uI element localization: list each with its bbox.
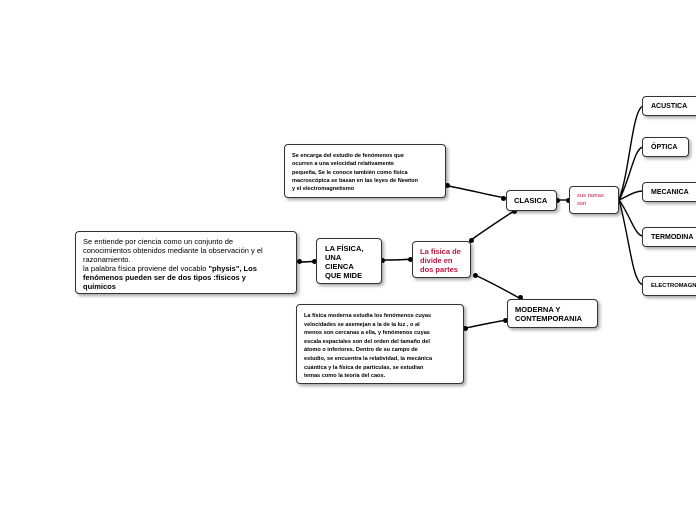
moderna-desc-line-2: velocidades se asemejan a la de la luz ,… (304, 321, 420, 328)
connector-dot (473, 273, 478, 278)
moderna-line-2: CONTEMPORANIA (515, 314, 583, 323)
connector-dot (566, 198, 571, 203)
intro-line-1: Se entiende por ciencia como un conjunto… (83, 237, 234, 246)
moderna-desc-line-5: átomo o inferiores. Dentro de su campo d… (304, 347, 418, 354)
clasica-label: CLASICA (514, 196, 548, 205)
ramas-line-2: son (577, 200, 587, 207)
branch-mecanica-label: MECANICA (651, 189, 689, 196)
moderna-desc-line-3: menos son cercanas a ella, y fenómenos c… (304, 330, 430, 337)
fisica-line-2: UNA (325, 253, 342, 262)
connector-dot (555, 198, 560, 203)
divide-line-3: dos partes (420, 265, 458, 274)
divide-line-2: divide en (420, 256, 453, 265)
connector-dot (503, 318, 508, 323)
clasica-desc-line-4: macroscópica se basan en las leyes de Ne… (292, 177, 418, 184)
intro-line-4-text: la palabra física proviene del vocablo (83, 264, 209, 273)
branch-optica-node[interactable]: ÓPTICA (642, 137, 689, 157)
clasica-desc-line-1: Se encarga del estudio de fenómenos que (292, 153, 404, 159)
ramas-line-1: sus ramas (577, 193, 604, 199)
intro-line-5: fenómenos pueden ser de dos tipos :físic… (83, 273, 246, 282)
intro-line-3: razonamiento. (83, 255, 131, 264)
connector-dot (297, 259, 302, 264)
moderna-desc-line-1: La física moderna estudia los fenómenos … (304, 313, 432, 319)
connector-dot (469, 238, 474, 243)
moderna-desc-line-4: escala espaciales son del orden del tama… (304, 338, 430, 345)
branch-termodinamica-node[interactable]: TERMODINA (642, 227, 696, 247)
branch-optica-label: ÓPTICA (651, 144, 678, 151)
moderna-desc-line-8: temas como la teoría del caos. (304, 373, 386, 380)
branch-acustica-label: ACUSTICA (651, 103, 688, 110)
intro-line-4-bold: "physis", Los (208, 264, 257, 273)
divide-line-1: La física de (420, 247, 461, 256)
moderna-desc-line-6: estudio, se encuentra la relatividad, la… (304, 355, 433, 362)
intro-line-6: químicos (83, 282, 116, 291)
fisica-line-4: QUE MIDE (325, 271, 363, 280)
moderna-desc-line-7: cuántica y la física de partículas, se e… (304, 364, 424, 371)
branch-electromagnetismo-node[interactable]: ELECTROMAGNE (642, 276, 696, 296)
clasica-node[interactable]: CLASICA (506, 190, 557, 211)
moderna-line-1: MODERNA Y (515, 305, 561, 314)
intro-node[interactable]: Se entiende por ciencia como un conjunto… (75, 231, 297, 294)
clasica-description-node[interactable]: Se encarga del estudio de fenómenos que … (284, 144, 446, 198)
clasica-desc-line-2: ocurren a una velocidad relativamente (292, 161, 394, 168)
connector-dot (312, 259, 317, 264)
connector-dot (408, 257, 413, 262)
fisica-line-3: CIENCA (325, 262, 354, 271)
la-fisica-node[interactable]: LA FÍSICA, UNA CIENCA QUE MIDE (316, 238, 382, 284)
connector-dot (380, 258, 385, 263)
sus-ramas-node[interactable]: sus ramas son (569, 186, 619, 214)
branch-acustica-node[interactable]: ACUSTICA (642, 96, 696, 116)
connector-dot (463, 326, 468, 331)
moderna-description-node[interactable]: La física moderna estudia los fenómenos … (296, 304, 464, 384)
clasica-desc-line-3: pequeña, Se le conoce también como físic… (292, 169, 408, 176)
intro-line-4: la palabra física proviene del vocablo "… (83, 264, 289, 273)
moderna-node[interactable]: MODERNA Y CONTEMPORANIA (507, 299, 598, 328)
branch-termodinamica-label: TERMODINA (651, 234, 694, 241)
intro-line-2: conocimientos obtenidos mediante la obse… (83, 246, 263, 255)
divide-node[interactable]: La física de divide en dos partes (412, 241, 471, 278)
clasica-desc-line-5: y el electromagnetismo (292, 186, 355, 193)
branch-mecanica-node[interactable]: MECANICA (642, 182, 696, 202)
connector-dot (518, 295, 523, 300)
fisica-line-1: LA FÍSICA, (325, 244, 364, 253)
connector-dot (501, 196, 506, 201)
connector-dot (445, 183, 450, 188)
connector-dot (512, 209, 517, 214)
branch-electromagnetismo-label: ELECTROMAGNE (651, 283, 696, 289)
